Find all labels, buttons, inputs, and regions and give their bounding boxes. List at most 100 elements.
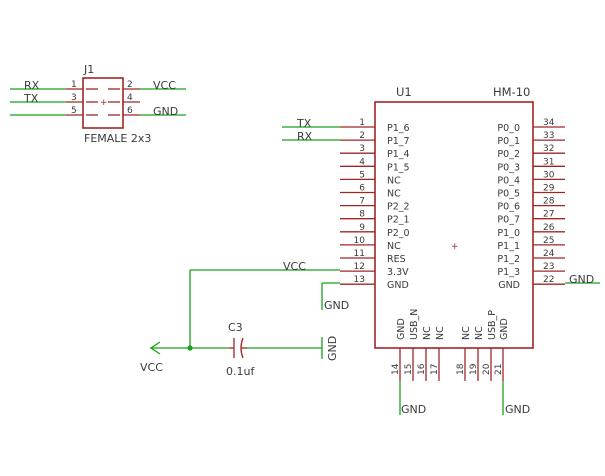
u1-pin-name: P1_1 (497, 241, 520, 252)
u1-pin-name: GND (498, 280, 520, 291)
net-label-gnd-14: GND (401, 403, 426, 416)
u1-pin-name: NC (387, 241, 401, 252)
j1-ref: J1 (83, 63, 94, 76)
u1-pin-name: P0_0 (497, 123, 520, 134)
net-label-gnd-21: GND (505, 403, 530, 416)
u1-pin-num: 32 (543, 144, 554, 154)
j1-body (82, 77, 124, 129)
u1-pin-name: P0_5 (497, 189, 520, 200)
net-label-vcc-wire: VCC (283, 260, 306, 273)
net-label-vcc-supply: VCC (140, 361, 163, 374)
u1-pin-num: 17 (430, 364, 440, 375)
u1-pin-num: 33 (543, 131, 554, 141)
net-label-rx: RX (24, 79, 40, 92)
u1-pin-num: 14 (391, 363, 401, 375)
u1-pin-name: P1_4 (387, 149, 410, 160)
u1-pin-num: 24 (543, 249, 555, 259)
u1-pin-num: 29 (543, 184, 555, 194)
u1-ref: U1 (396, 85, 412, 99)
u1-pin-name: P0_2 (497, 149, 520, 160)
u1-pin-num: 3 (359, 144, 365, 154)
u1-pin-name: P0_3 (497, 162, 520, 173)
u1-pin-num: 13 (354, 275, 365, 285)
u1-pin-num: 21 (494, 364, 504, 375)
j1-pin-num: 4 (127, 93, 133, 103)
u1-pin-num: 23 (543, 262, 554, 272)
u1-pin-num: 31 (543, 157, 554, 167)
u1-pin-num: 20 (482, 363, 492, 375)
cap-gnd: GND (247, 336, 339, 361)
u1-pin-num: 19 (469, 363, 479, 375)
u1-pin-name: P2_2 (387, 202, 410, 213)
net-label-gnd-22: GND (569, 273, 594, 286)
u1-pin-name: P1_6 (387, 123, 410, 134)
u1-pin-name: NC (474, 326, 485, 340)
vcc-supply: VCC (140, 341, 229, 374)
u1-pin-num: 27 (543, 210, 554, 220)
j1-pin-num: 3 (71, 93, 77, 103)
u1-pin-num: 9 (359, 223, 365, 233)
u1-pin-num: 11 (354, 249, 365, 259)
u1-value: HM-10 (493, 85, 530, 99)
j1-pin-num: 1 (71, 80, 77, 90)
u1-pin-num: 1 (359, 118, 365, 128)
u1-pin-num: 28 (543, 197, 555, 207)
u1-pin-name: NC (387, 175, 401, 186)
net-label-tx: TX (23, 92, 39, 105)
u1-pin-num: 18 (456, 363, 466, 375)
u1-pin-name: NC (422, 326, 433, 340)
u1-pin-name: P1_5 (387, 162, 410, 173)
u1-pin-name: NC (461, 326, 472, 340)
net-label-vcc: VCC (153, 79, 176, 92)
u1-body (374, 101, 534, 349)
u1-pin-name: P1_7 (387, 136, 410, 147)
u1-bottom-pins: 14 GND 15 USB_N 16 NC 17 NC 18 NC 19 NC 20 USB_P 21 GND (391, 309, 510, 381)
u1-pin-num: 15 (404, 364, 414, 375)
j1-origin-mark: + (100, 98, 108, 108)
u1-pin-num: 2 (359, 131, 365, 141)
net-label-gnd-cap: GND (326, 336, 339, 361)
u1-pin-name: P1_2 (497, 254, 520, 265)
u1-pin-name: NC (387, 189, 401, 200)
c3-ref: C3 (228, 321, 243, 334)
j1-nets: RX TX VCC GND (10, 79, 186, 118)
u1-pin-name: P1_3 (497, 267, 520, 278)
connector-j1: J1 + 1 2 3 4 5 6 FEMALE 2x3 (66, 63, 151, 145)
u1-pin-num: 25 (543, 236, 554, 246)
u1-pin-name: P0_7 (497, 215, 520, 226)
u1-pin-num: 26 (543, 223, 555, 233)
u1-pin-name: P2_1 (387, 215, 410, 226)
u1-pin-name: USB_P (487, 310, 498, 340)
u1-pin-num: 6 (359, 184, 365, 194)
u1-pin-name: P0_4 (497, 175, 520, 186)
u1-pin-num: 4 (359, 157, 365, 167)
net-label-u1-rx: RX (297, 130, 313, 143)
u1-pin-name: GND (499, 318, 510, 340)
u1-pin-name: GND (387, 280, 409, 291)
u1-pin-num: 10 (354, 236, 366, 246)
j1-pin-num: 5 (71, 106, 77, 116)
u1-nets: TX RX VCC GND GND GND GND (189, 117, 600, 416)
u1-pin-name: P0_6 (497, 202, 520, 213)
u1-pin-num: 34 (543, 118, 555, 128)
j1-pin-num: 6 (127, 106, 133, 116)
u1-pin-name: NC (435, 326, 446, 340)
u1-pin-name: GND (396, 318, 407, 340)
capacitor-c3: C3 0.1uf (226, 321, 255, 378)
j1-pin-num: 2 (127, 80, 133, 90)
c3-value: 0.1uf (226, 365, 255, 378)
net-label-gnd: GND (153, 105, 178, 118)
u1-pin-name: P0_1 (497, 136, 520, 147)
net-label-gnd-13: GND (324, 299, 349, 312)
u1-pin-num: 16 (417, 363, 427, 375)
u1-pin-num: 30 (543, 170, 555, 180)
u1-pin-name: P1_0 (497, 228, 520, 239)
u1-pin-name: RES (387, 254, 406, 265)
u1-pin-num: 8 (359, 210, 365, 220)
u1-pin-name: USB_N (409, 309, 420, 340)
u1-pin-name: P2_0 (387, 228, 410, 239)
